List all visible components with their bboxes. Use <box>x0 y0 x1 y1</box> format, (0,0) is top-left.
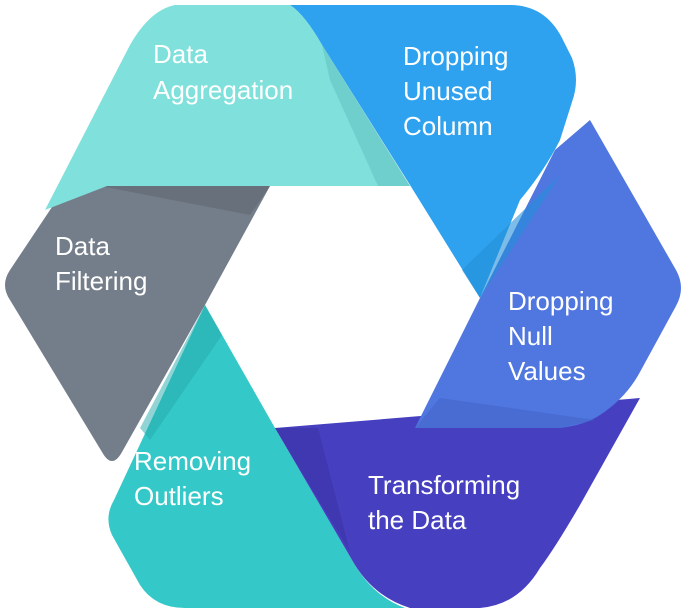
segment-filtering <box>5 186 270 461</box>
segment-dropping-null <box>415 120 681 428</box>
label-transforming: Transforming the Data <box>368 470 527 535</box>
segment-outliers-fold <box>140 305 222 440</box>
segment-transforming <box>275 398 640 608</box>
segment-aggregation <box>45 5 410 210</box>
label-dropping-null: Dropping Null Values <box>508 286 621 386</box>
segment-filtering-fold <box>100 186 270 215</box>
segment-dropping-null-fold <box>415 398 595 428</box>
segment-dropping-unused-fold <box>462 175 560 298</box>
segment-dropping-unused <box>290 5 576 298</box>
label-dropping-unused: Dropping Unused Column <box>403 41 516 141</box>
label-aggregation: Data Aggregation <box>153 39 293 105</box>
label-filtering: Data Filtering <box>55 231 147 296</box>
label-outliers: Removing Outliers <box>134 446 258 511</box>
segment-transforming-fold <box>275 428 350 552</box>
segment-aggregation-fold <box>322 45 410 186</box>
